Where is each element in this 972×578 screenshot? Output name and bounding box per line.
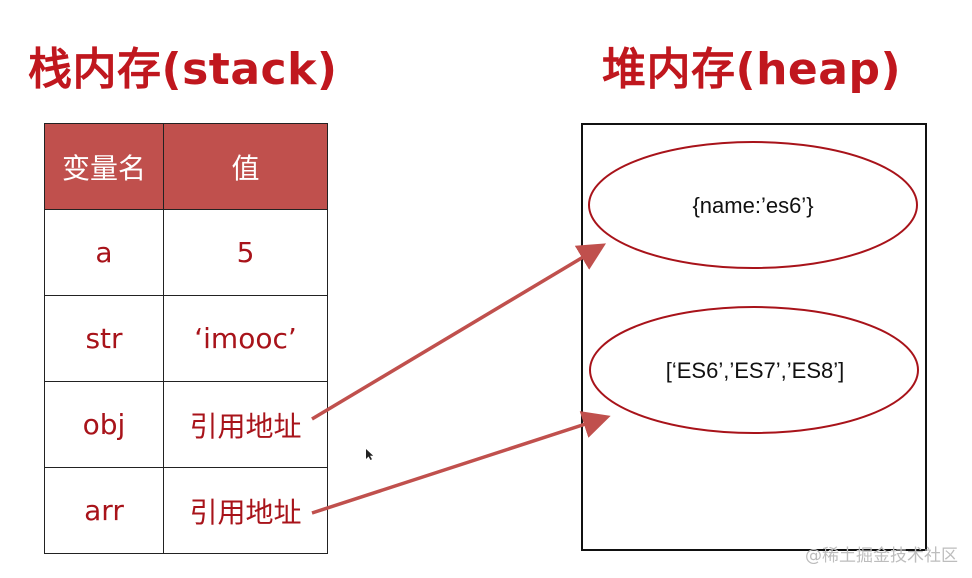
cursor-icon [366,449,374,460]
heap-array-label: [‘ES6’,’ES7’,’ES8’] [665,358,845,383]
heap-array-ellipse [589,306,919,434]
watermark-text: @稀土掘金技术社区 [805,546,958,566]
header-variable-name: 变量名 [44,123,164,210]
stack-title: 栈内存(stack) [28,44,338,95]
table-header-row: 变量名 值 [44,123,328,210]
heap-box [581,123,927,551]
heap-object-ellipse [588,141,918,269]
heap-object-label: {name:’es6’} [692,193,814,218]
cell-var-arr: arr [44,467,164,554]
cell-var-str: str [44,295,164,382]
cell-var-a: a [44,209,164,296]
stack-table: 变量名 值 a 5 str ‘imooc’ obj 引用地址 arr 引用地址 [44,123,328,554]
cell-val-arr: 引用地址 [163,467,328,554]
obj-reference-arrow [311,243,607,421]
cell-var-obj: obj [44,381,164,468]
header-value: 值 [163,123,328,210]
table-row: obj 引用地址 [44,381,328,468]
table-row: arr 引用地址 [44,467,328,554]
arr-reference-arrow [311,411,611,515]
table-row: a 5 [44,209,328,296]
cell-val-obj: 引用地址 [163,381,328,468]
heap-title: 堆内存(heap) [602,44,902,95]
